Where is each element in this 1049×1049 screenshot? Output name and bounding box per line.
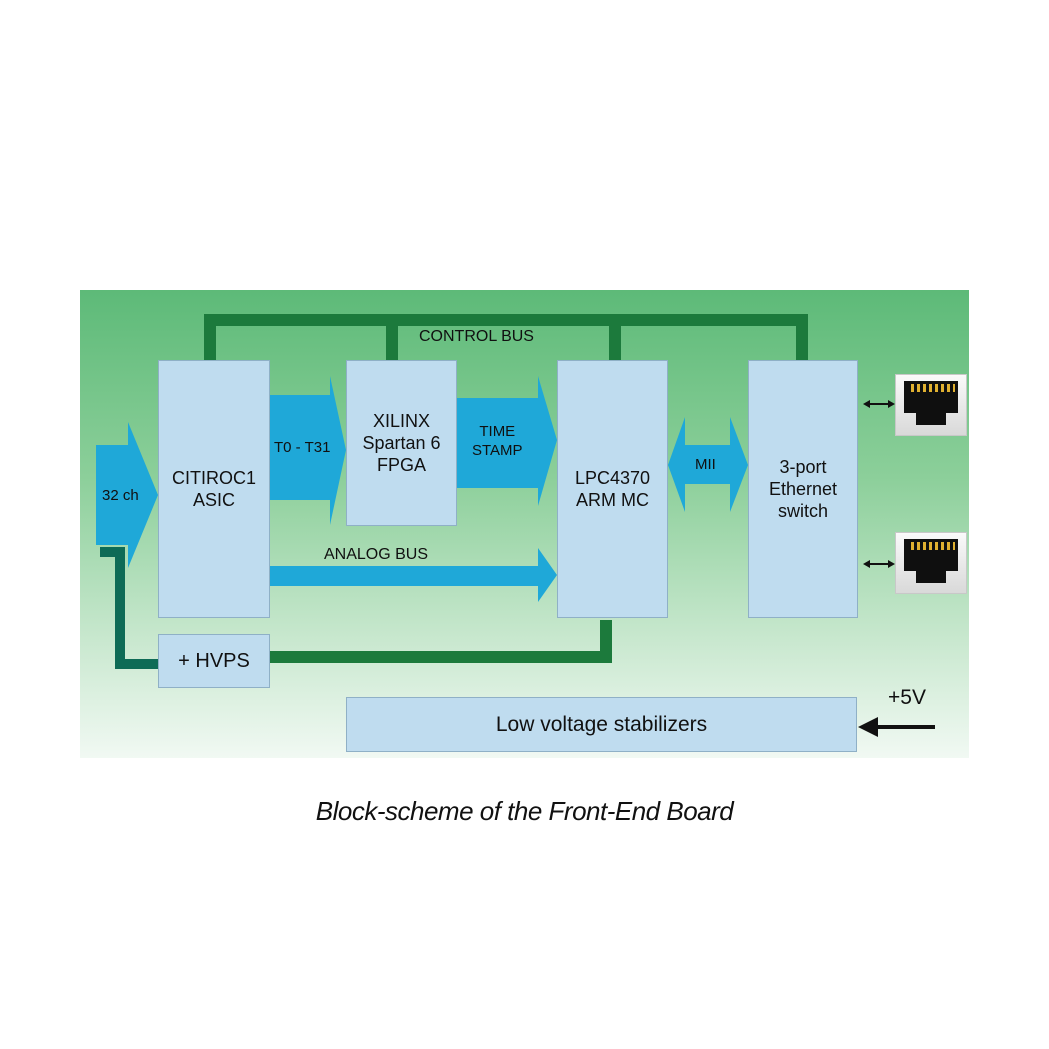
asic-block: CITIROC1 ASIC — [158, 360, 270, 618]
port-arrows — [863, 400, 895, 568]
input-arrow — [96, 422, 158, 568]
power-input-label: +5V — [888, 686, 926, 709]
timestamp-label: TIME STAMP — [472, 423, 523, 459]
trigger-label: T0 - T31 — [274, 439, 331, 456]
low-voltage-block: Low voltage stabilizers — [346, 697, 857, 752]
control-bus — [204, 314, 808, 362]
control-bus-label: CONTROL BUS — [419, 328, 534, 345]
figure-caption: Block-scheme of the Front-End Board — [315, 796, 734, 826]
analog-bus-label: ANALOG BUS — [324, 546, 429, 563]
analog-bus-arrow — [269, 548, 557, 602]
input-label: 32 ch — [102, 487, 139, 504]
fpga-block: XILINX Spartan 6 FPGA — [346, 360, 457, 526]
mcu-block: LPC4370 ARM MC — [557, 360, 668, 618]
ethernet-port-icon — [895, 532, 967, 594]
mii-arrow — [668, 417, 748, 512]
mii-label: MII — [695, 456, 716, 473]
hv-line — [100, 547, 160, 669]
ethernet-port-icon — [895, 374, 967, 436]
hvps-mcu-line — [270, 620, 612, 663]
trigger-arrow — [269, 376, 346, 525]
power-input-arrow — [858, 717, 935, 737]
switch-block: 3-port Ethernet switch — [748, 360, 858, 618]
timestamp-arrow — [457, 376, 557, 506]
block-diagram: CONTROL BUS ANALOG BUS 32 ch T0 - T31 TI… — [80, 290, 969, 758]
hvps-block: + HVPS — [158, 634, 270, 688]
